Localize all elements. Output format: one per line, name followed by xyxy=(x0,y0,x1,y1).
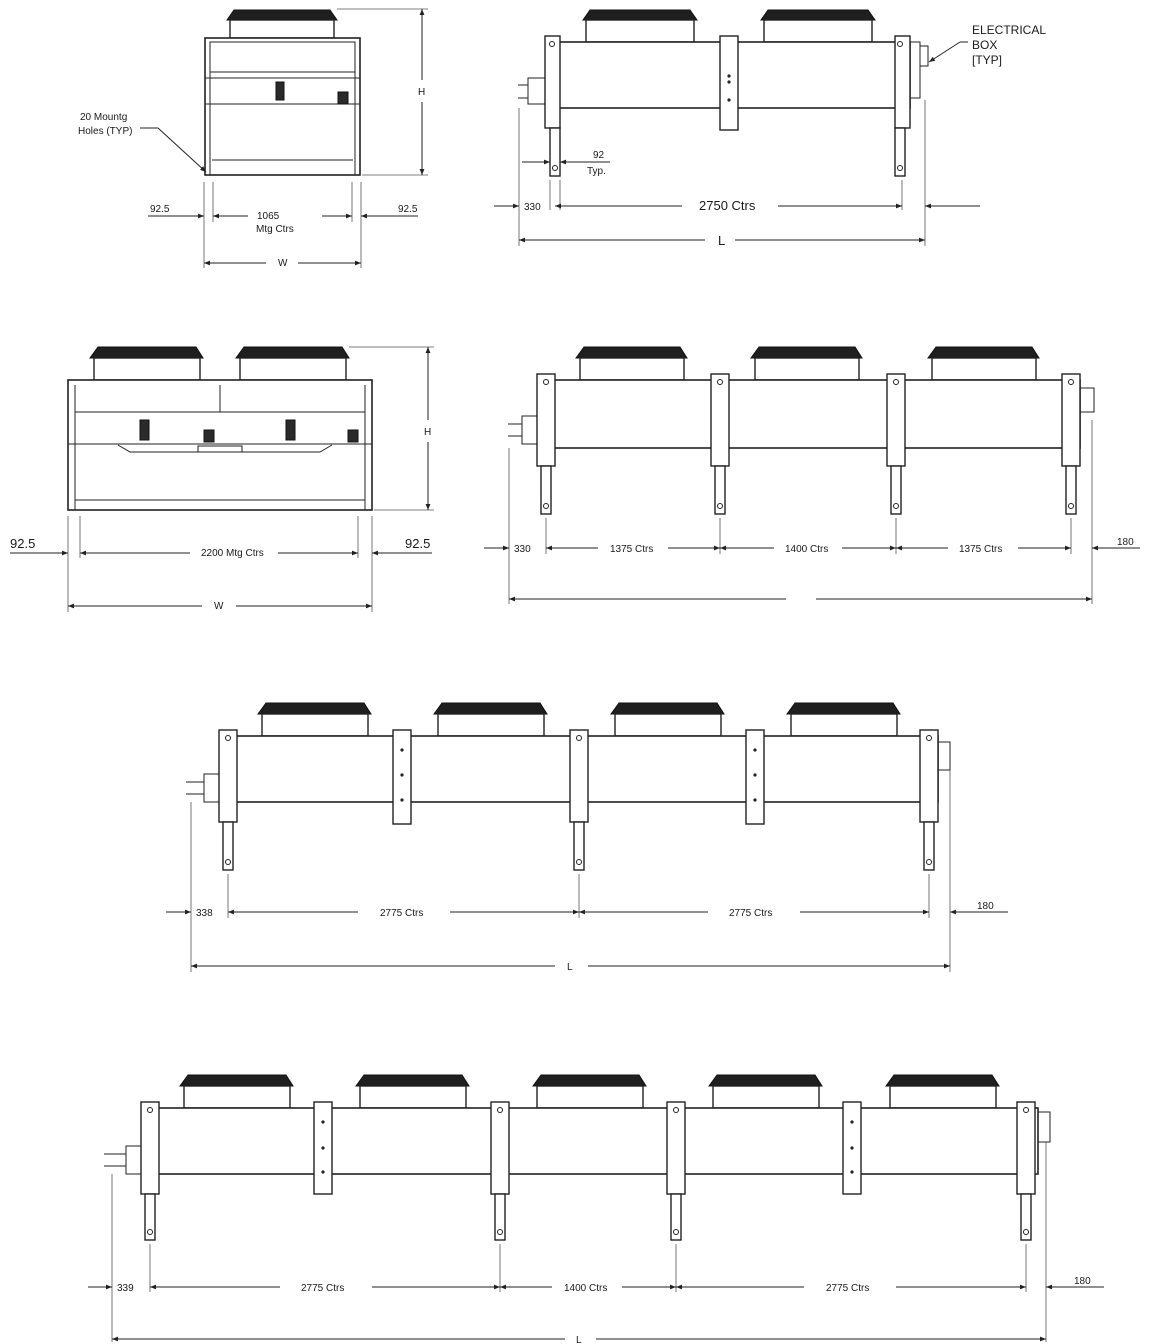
mounting-holes-note-line1: 20 Mountg xyxy=(80,112,127,123)
mounting-holes-note-line2: Holes (TYP) xyxy=(78,126,132,137)
ten-fan-side-left-offset: 339 xyxy=(117,1283,134,1294)
four-fan-end-view: H 92.5 2200 Mtg Ctrs 92.5 W xyxy=(10,346,434,612)
eight-fan-side-ctrs-1: 2775 Ctrs xyxy=(380,908,423,919)
electrical-box-label-line1: ELECTRICAL xyxy=(972,23,1046,37)
eight-fan-side-left-offset: 338 xyxy=(196,908,213,919)
ten-fan-side-right-offset: 180 xyxy=(1074,1276,1091,1287)
six-fan-side-ctrs-1: 1375 Ctrs xyxy=(610,544,653,555)
six-fan-side-ctrs-2: 1400 Ctrs xyxy=(785,544,828,555)
six-fan-side-view: 330 1375 Ctrs 1400 Ctrs 1375 Ctrs 180 xyxy=(484,346,1140,604)
two-fan-side-ctrs: 2750 Ctrs xyxy=(699,198,756,213)
six-fan-side-left-offset: 330 xyxy=(514,544,531,555)
two-fan-end-right-offset: 92.5 xyxy=(398,204,418,215)
leg-width-label: 92 xyxy=(593,150,605,161)
ten-fan-side-length-label: L xyxy=(576,1335,582,1344)
ten-fan-side-view: 339 2775 Ctrs 1400 Ctrs 2775 Ctrs 180 L xyxy=(88,1074,1104,1344)
electrical-box-label-line2: BOX xyxy=(972,38,997,52)
eight-fan-side-view: 338 2775 Ctrs 2775 Ctrs 180 L xyxy=(166,702,1008,973)
two-fan-end-mtg-ctrs-line2: Mtg Ctrs xyxy=(256,224,294,235)
four-fan-end-height-label: H xyxy=(424,427,431,438)
six-fan-side-right-offset: 180 xyxy=(1117,537,1134,548)
two-fan-end-mtg-ctrs-line1: 1065 xyxy=(257,211,280,222)
four-fan-end-width-label: W xyxy=(214,601,224,612)
two-fan-end-left-offset: 92.5 xyxy=(150,204,170,215)
ten-fan-side-ctrs-3: 2775 Ctrs xyxy=(826,1283,869,1294)
two-fan-end-height-label: H xyxy=(418,87,425,98)
two-fan-side-left-offset: 330 xyxy=(524,202,541,213)
six-fan-side-ctrs-3: 1375 Ctrs xyxy=(959,544,1002,555)
ten-fan-side-ctrs-2: 1400 Ctrs xyxy=(564,1283,607,1294)
eight-fan-side-right-offset: 180 xyxy=(977,901,994,912)
ten-fan-side-ctrs-1: 2775 Ctrs xyxy=(301,1283,344,1294)
eight-fan-side-length-label: L xyxy=(567,962,573,973)
leg-width-unit-label: Typ. xyxy=(587,166,606,177)
two-fan-end-view: H 20 Mountg Holes (TYP) 92.5 1065 Mtg Ct… xyxy=(78,8,428,269)
two-fan-side-length-label: L xyxy=(718,233,725,248)
two-fan-side-view: ELECTRICAL BOX [TYP] 92 Typ. 330 2750 Ct… xyxy=(494,9,1046,248)
eight-fan-side-ctrs-2: 2775 Ctrs xyxy=(729,908,772,919)
two-fan-end-width-label: W xyxy=(278,258,288,269)
four-fan-end-left-offset: 92.5 xyxy=(10,536,35,551)
electrical-box-label-line3: [TYP] xyxy=(972,53,1002,67)
four-fan-end-right-offset: 92.5 xyxy=(405,536,430,551)
four-fan-end-mtg-ctrs: 2200 Mtg Ctrs xyxy=(201,548,264,559)
